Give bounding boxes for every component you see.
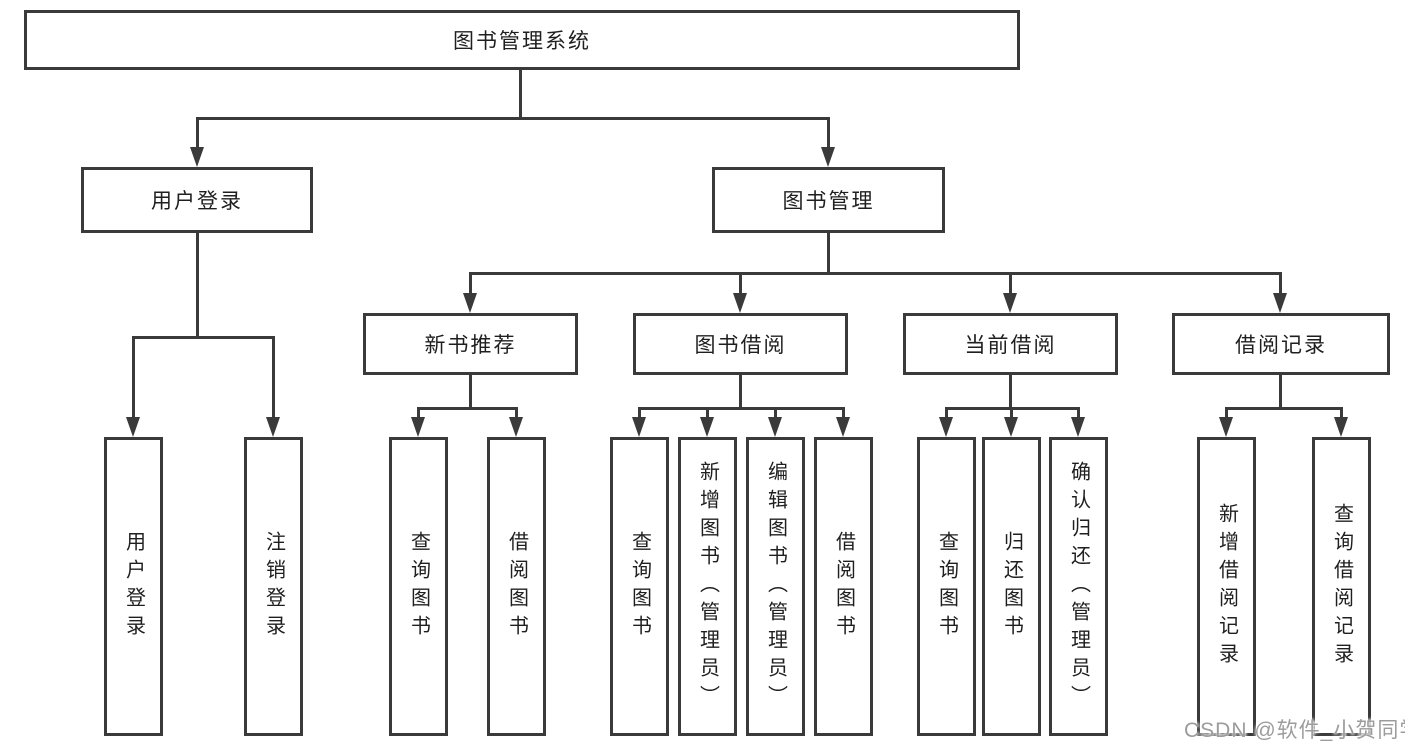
arrow-down-icon (733, 293, 747, 313)
connector-vline (1279, 375, 1282, 407)
node-new-book-recommendation: 新书推荐 (363, 313, 578, 375)
connector-vline (827, 117, 830, 150)
leaf-user-login: 用户登录 (104, 437, 163, 736)
arrow-down-icon (1004, 417, 1018, 437)
connector-vline (417, 407, 420, 419)
arrow-down-icon (821, 147, 835, 167)
arrow-down-icon (632, 417, 646, 437)
connector-vline (469, 375, 472, 407)
leaf-return-books: 归还图书 (982, 437, 1041, 736)
arrow-down-icon (509, 417, 523, 437)
node-root: 图书管理系统 (24, 10, 1020, 70)
leaf-confirm-return-admin: 确认归还（管理员） (1049, 437, 1108, 736)
connector-vline (638, 407, 641, 419)
arrow-down-icon (463, 293, 477, 313)
connector-hline (417, 407, 518, 410)
arrow-down-icon (1219, 417, 1233, 437)
arrow-down-icon (411, 417, 425, 437)
watermark: CSDN @软件_小贺同学 (1184, 719, 1405, 742)
leaf-borrow-books-newbook: 借阅图书 (487, 437, 546, 736)
leaf-query-books-current: 查询图书 (917, 437, 976, 736)
leaf-borrow-books: 借阅图书 (814, 437, 873, 736)
leaf-query-books-newbook: 查询图书 (389, 437, 448, 736)
arrow-down-icon (1273, 293, 1287, 313)
connector-vline (519, 70, 522, 117)
connector-vline (827, 233, 830, 272)
connector-vline (515, 407, 518, 419)
connector-hline (638, 407, 845, 410)
leaf-add-borrow-record: 新增借阅记录 (1197, 437, 1256, 736)
arrow-down-icon (1071, 417, 1085, 437)
connector-vline (739, 375, 742, 407)
connector-vline (132, 336, 135, 420)
connector-vline (1225, 407, 1228, 419)
connector-vline (739, 272, 742, 296)
connector-hline (132, 336, 275, 339)
connector-hline (196, 117, 830, 120)
leaf-edit-books-admin: 编辑图书（管理员） (746, 437, 805, 736)
connector-hline (469, 272, 1282, 275)
leaf-logout: 注销登录 (244, 437, 303, 736)
connector-vline (1279, 272, 1282, 296)
leaf-add-books-admin: 新增图书（管理员） (678, 437, 737, 736)
connector-vline (272, 336, 275, 420)
connector-vline (1340, 407, 1343, 419)
connector-vline (1009, 375, 1012, 407)
node-borrowing-records: 借阅记录 (1172, 313, 1390, 375)
leaf-query-borrow-record: 查询借阅记录 (1312, 437, 1371, 736)
connector-vline (945, 407, 948, 419)
connector-vline (196, 117, 199, 150)
arrow-down-icon (836, 417, 850, 437)
node-book-borrowing: 图书借阅 (633, 313, 848, 375)
arrow-down-icon (266, 417, 280, 437)
connector-vline (774, 407, 777, 419)
node-user-login: 用户登录 (81, 167, 313, 233)
connector-vline (469, 272, 472, 296)
arrow-down-icon (768, 417, 782, 437)
connector-hline (1225, 407, 1343, 410)
leaf-query-books-borrow: 查询图书 (610, 437, 669, 736)
connector-vline (842, 407, 845, 419)
node-current-borrowing: 当前借阅 (903, 313, 1118, 375)
arrow-down-icon (1003, 293, 1017, 313)
arrow-down-icon (939, 417, 953, 437)
connector-vline (1010, 407, 1013, 419)
arrow-down-icon (190, 147, 204, 167)
arrow-down-icon (700, 417, 714, 437)
connector-vline (706, 407, 709, 419)
arrow-down-icon (1334, 417, 1348, 437)
connector-vline (196, 233, 199, 336)
connector-vline (1009, 272, 1012, 296)
connector-vline (1077, 407, 1080, 419)
node-book-management: 图书管理 (712, 167, 945, 233)
arrow-down-icon (126, 417, 140, 437)
